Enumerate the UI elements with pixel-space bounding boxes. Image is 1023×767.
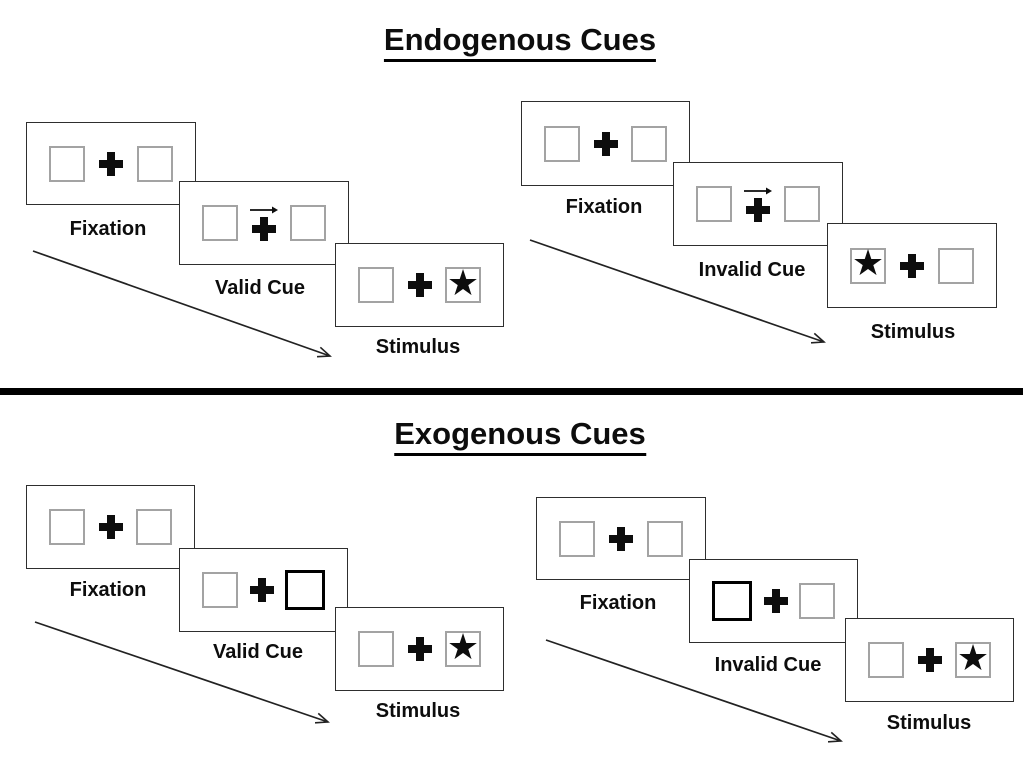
star-stimulus-icon: ★	[446, 262, 480, 304]
placeholder-box-left	[49, 509, 85, 545]
target-box-right: ★	[955, 637, 991, 679]
panel-label-fixation: Fixation	[565, 196, 643, 218]
placeholder-box-left	[202, 572, 238, 608]
panel-label-invalid-cue: Invalid Cue	[698, 259, 806, 281]
placeholder-box-left	[358, 267, 394, 303]
panel-label-valid-cue: Valid Cue	[214, 277, 306, 299]
panel-label-valid-cue: Valid Cue	[212, 641, 304, 663]
endogenous-invalid-fixation-panel	[521, 101, 690, 186]
endogenous-valid-stimulus-panel: ★	[335, 243, 504, 327]
exogenous-invalid-stimulus-panel: ★	[845, 618, 1014, 702]
section-title-exogenous: Exogenous Cues	[394, 416, 646, 456]
placeholder-box-left	[559, 520, 595, 557]
placeholder-box-right	[290, 205, 326, 241]
fixation-cross-icon	[407, 637, 432, 661]
fixation-cross-icon	[900, 253, 924, 278]
endogenous-invalid-stimulus-panel: ★	[827, 223, 997, 308]
right-arrow-icon	[250, 206, 278, 214]
star-stimulus-icon: ★	[851, 243, 885, 284]
endogenous-valid-cue-panel	[179, 181, 349, 265]
placeholder-box-left	[202, 205, 238, 241]
panel-label-fixation: Fixation	[69, 218, 147, 240]
panel-label-stimulus: Stimulus	[375, 700, 461, 722]
exogenous-invalid-cue-panel	[689, 559, 858, 643]
panel-label-stimulus: Stimulus	[886, 712, 972, 734]
target-box-left: ★	[850, 243, 886, 284]
placeholder-box-right	[799, 583, 835, 619]
target-box-right: ★	[445, 626, 481, 668]
timeline-arrow-endogenous-invalid	[529, 239, 824, 342]
timeline-arrow-exogenous-valid	[34, 621, 328, 722]
exogenous-valid-cue-panel	[179, 548, 348, 632]
placeholder-box-right	[784, 186, 820, 222]
star-stimulus-icon: ★	[956, 637, 990, 679]
right-arrow-icon	[744, 187, 772, 195]
fixation-cross-icon	[407, 273, 432, 297]
highlighted-cue-box-left	[712, 581, 752, 621]
placeholder-box-left	[696, 186, 732, 222]
fixation-cross-icon	[746, 198, 770, 222]
endogenous-valid-fixation-panel	[26, 122, 196, 205]
exogenous-valid-fixation-panel	[26, 485, 195, 569]
placeholder-box-left	[49, 145, 85, 182]
target-box-right: ★	[445, 262, 481, 304]
placeholder-box-right	[631, 125, 667, 162]
panel-label-fixation: Fixation	[579, 592, 657, 614]
central-cue	[249, 205, 279, 241]
panel-label-stimulus: Stimulus	[375, 336, 461, 358]
fixation-cross-icon	[249, 578, 274, 602]
exogenous-invalid-fixation-panel	[536, 497, 706, 580]
timeline-arrow-endogenous-valid	[32, 250, 330, 356]
exogenous-valid-stimulus-panel: ★	[335, 607, 504, 691]
section-title-endogenous: Endogenous Cues	[383, 22, 657, 62]
fixation-cross-icon	[593, 131, 618, 156]
placeholder-box-left	[358, 631, 394, 667]
fixation-cross-icon	[763, 589, 788, 613]
placeholder-box-left	[868, 642, 904, 678]
central-cue	[743, 186, 773, 222]
panel-label-invalid-cue: Invalid Cue	[714, 654, 822, 676]
placeholder-box-right	[647, 520, 683, 557]
section-divider	[0, 388, 1023, 395]
fixation-cross-icon	[98, 515, 123, 539]
endogenous-invalid-cue-panel	[673, 162, 843, 246]
fixation-cross-icon	[609, 526, 633, 551]
placeholder-box-right	[938, 247, 974, 284]
panel-label-fixation: Fixation	[69, 579, 147, 601]
placeholder-box-right	[137, 145, 173, 182]
highlighted-cue-box-right	[285, 570, 325, 610]
star-stimulus-icon: ★	[446, 626, 480, 668]
fixation-cross-icon	[252, 217, 276, 241]
placeholder-box-right	[136, 509, 172, 545]
panel-label-stimulus: Stimulus	[870, 321, 956, 343]
fixation-cross-icon	[99, 151, 123, 176]
fixation-cross-icon	[917, 648, 942, 672]
placeholder-box-left	[544, 125, 580, 162]
